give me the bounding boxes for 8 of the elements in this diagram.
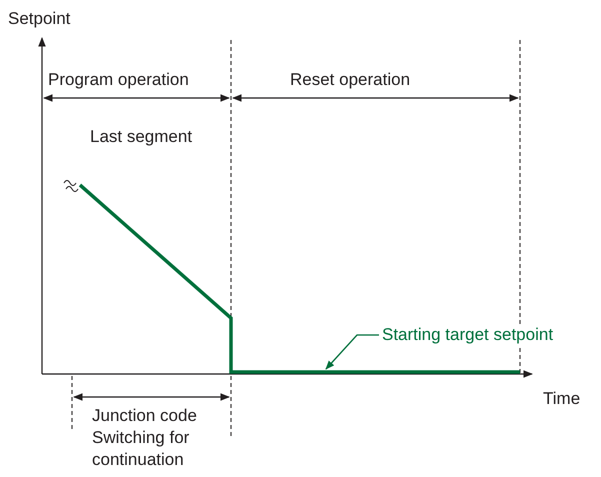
leader-line	[325, 334, 379, 370]
axis-title: Time	[543, 389, 580, 409]
axis-title: Setpoint	[8, 9, 70, 29]
segment-label: Last segment	[90, 127, 192, 147]
range-label: Junction code Switching for continuation	[92, 405, 198, 471]
callout-text: Starting target setpoint	[382, 325, 554, 345]
range-label: Reset operation	[290, 70, 410, 90]
range-label: Program operation	[48, 70, 189, 90]
